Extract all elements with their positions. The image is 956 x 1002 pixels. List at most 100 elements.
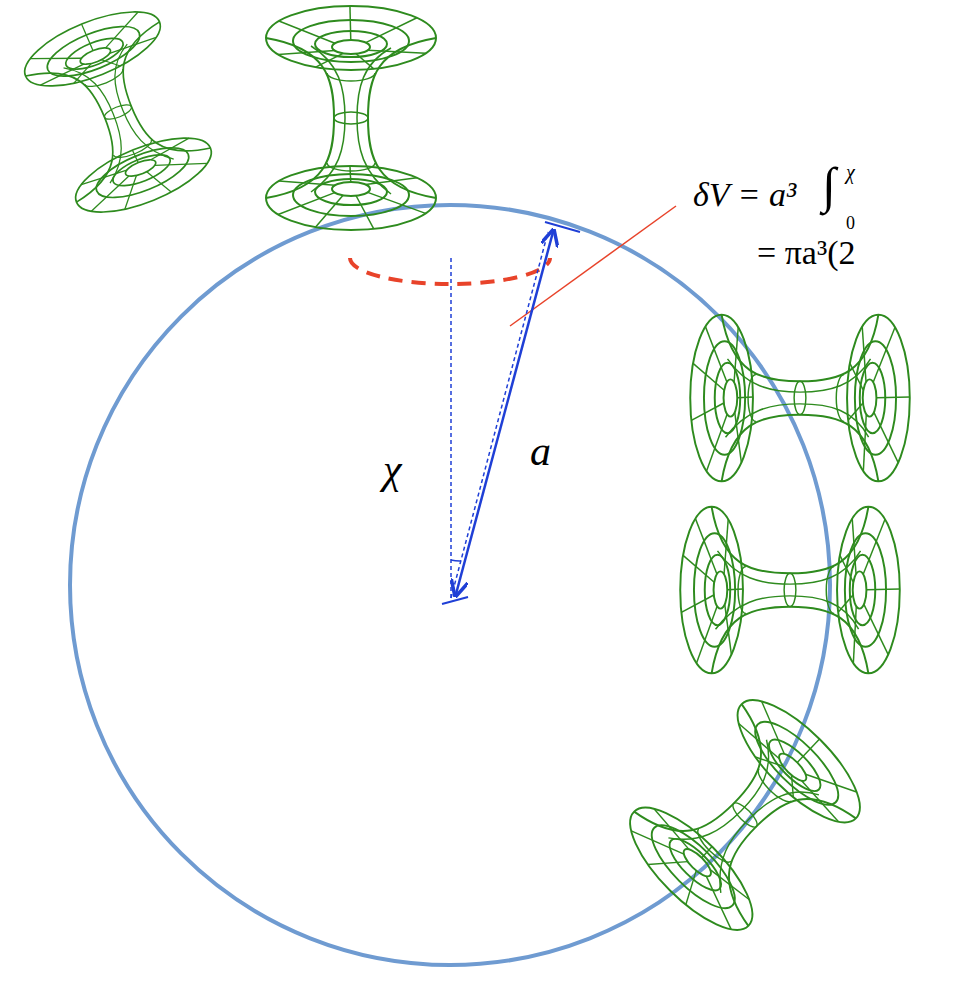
- wormhole-grid: [784, 573, 796, 606]
- wormhole-grid: [876, 396, 909, 398]
- wormhole-grid: [113, 140, 153, 162]
- wormhole-grid: [705, 327, 726, 382]
- wormhole-rim: [66, 123, 220, 228]
- wormhole-rim: [266, 166, 436, 230]
- wormhole-grid: [648, 843, 688, 883]
- wormhole-grid: [81, 167, 126, 188]
- wormhole-grid: [852, 519, 856, 574]
- wormhole-grid: [366, 18, 417, 43]
- wormhole-rim: [15, 0, 169, 101]
- wormhole-grid: [70, 64, 96, 84]
- wormhole-grid: [356, 196, 374, 229]
- wormhole-grid: [866, 588, 899, 590]
- wormhole-rim: [662, 832, 728, 898]
- wormhole-grid: [149, 138, 192, 160]
- wormhole-rim: [847, 315, 910, 482]
- wormhole-grid: [691, 403, 723, 420]
- wormhole-rim: [680, 845, 715, 880]
- wormhole-rim: [853, 571, 867, 608]
- wormhole-grid: [279, 181, 335, 185]
- wormhole-grid: [693, 363, 724, 390]
- wormhole-throat: [722, 415, 879, 482]
- wormhole-grid: [710, 865, 749, 904]
- wormhole-grid: [98, 12, 146, 48]
- wormhole-grid: [349, 166, 351, 182]
- wormhole-grid: [100, 44, 173, 170]
- wormhole-grid: [316, 195, 343, 227]
- wormhole-grid: [724, 519, 728, 574]
- wormhole-grid: [366, 178, 417, 185]
- integral-sign: ∫: [822, 160, 836, 210]
- wormhole-rim: [724, 379, 738, 416]
- universe-circle: [70, 205, 830, 965]
- wormhole-rim: [41, 16, 146, 86]
- wormhole-throat: [712, 507, 869, 574]
- wormhole-grid: [368, 192, 426, 213]
- wormhole-rim: [690, 315, 753, 482]
- wormhole-grid: [155, 147, 207, 182]
- wormhole-grid: [30, 41, 81, 76]
- wormhole-grid: [356, 54, 374, 69]
- wormhole-grid: [349, 6, 351, 40]
- wormhole-rim: [714, 571, 728, 608]
- wormhole-grid: [735, 412, 742, 462]
- wormhole-grid: [39, 64, 85, 85]
- wormhole-rim: [762, 732, 828, 798]
- wormhole-grid: [316, 53, 343, 67]
- wormhole-grid: [132, 150, 138, 163]
- wormhole-grid: [701, 847, 712, 858]
- leader-line: [510, 206, 676, 326]
- dimension-tick: [442, 597, 468, 604]
- volume-cap-arc: [350, 258, 550, 284]
- wormhole-grid: [651, 809, 691, 849]
- wormhole: [266, 6, 436, 230]
- wormhole-throat: [368, 38, 436, 198]
- wormhole-grid: [727, 588, 743, 590]
- formula-text: = πa³(2: [757, 236, 855, 270]
- wormhole-grid: [102, 54, 121, 72]
- wormhole-grid: [864, 604, 888, 654]
- wormhole-grid: [695, 519, 716, 574]
- wormhole-grid: [115, 175, 147, 209]
- wormhole-grid: [147, 166, 171, 198]
- wormhole-grid: [850, 363, 863, 390]
- dimension-tick: [545, 222, 580, 232]
- wormhole-grid: [368, 50, 426, 53]
- wormhole-grid: [874, 412, 898, 462]
- wormhole-grid: [863, 519, 885, 574]
- wormhole-grid: [838, 595, 853, 612]
- wormhole-grid: [797, 739, 820, 762]
- wormhole-grid: [781, 775, 803, 797]
- integral-upper-limit: χ: [846, 162, 855, 182]
- wormhole: [613, 683, 878, 948]
- wormhole-grid: [755, 748, 783, 776]
- integral-lower-limit: 0: [846, 214, 855, 232]
- wormhole-rim: [720, 683, 877, 840]
- wormhole-grid: [747, 701, 800, 754]
- wormhole-grid: [334, 112, 368, 124]
- wormhole-grid: [806, 758, 857, 809]
- wormhole-grid: [873, 327, 895, 382]
- wormhole-grid: [840, 555, 853, 582]
- wormhole-grid: [800, 781, 841, 822]
- wormhole-throat: [712, 607, 869, 674]
- angle-arc: [451, 560, 461, 561]
- wormhole-grid: [863, 414, 866, 471]
- wormhole-rim: [332, 182, 370, 196]
- radius-label: a: [530, 430, 551, 472]
- wormhole-grid: [278, 51, 335, 55]
- wormhole-rim: [640, 814, 746, 920]
- wormhole-grid: [692, 876, 745, 929]
- wormhole-rim: [62, 32, 127, 75]
- wormhole-grid: [681, 595, 713, 612]
- wormhole-grid: [631, 816, 684, 869]
- wormhole-rim: [680, 507, 743, 674]
- wormhole: [680, 507, 900, 674]
- wormhole-grid: [110, 35, 157, 56]
- wormhole-grid: [836, 374, 844, 421]
- wormhole-grid: [697, 606, 718, 663]
- wormhole-grid: [279, 21, 335, 43]
- wormhole-grid: [734, 327, 738, 382]
- wormhole-grid: [683, 555, 714, 582]
